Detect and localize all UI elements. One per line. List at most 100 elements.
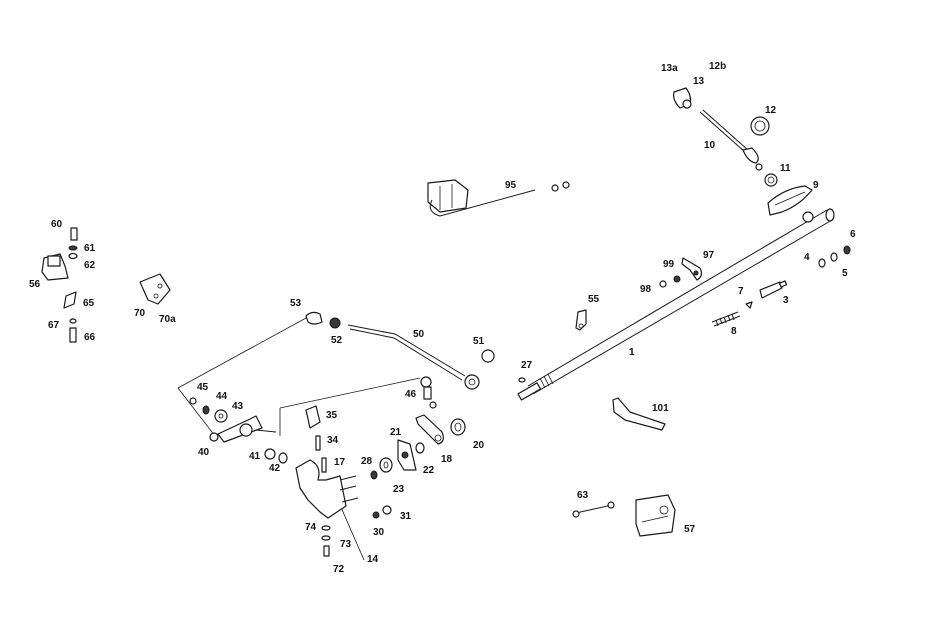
nut-41 — [264, 448, 276, 460]
label-21: 21 — [390, 427, 402, 438]
label-41: 41 — [249, 451, 261, 462]
cable-63 — [572, 501, 615, 518]
label-5: 5 — [842, 268, 848, 279]
washer-30 — [372, 511, 380, 519]
label-6: 6 — [850, 229, 856, 240]
label-50: 50 — [413, 329, 425, 340]
part-labels: 1 3 4 5 6 7 8 9 10 11 12 12b 13 13a 14 1… — [29, 61, 856, 575]
label-72: 72 — [333, 564, 345, 575]
bracket-70 — [139, 273, 171, 305]
label-18: 18 — [441, 454, 453, 465]
label-20: 20 — [473, 440, 485, 451]
label-65: 65 — [83, 298, 95, 309]
label-31: 31 — [400, 511, 412, 522]
label-99: 99 — [663, 259, 675, 270]
label-27: 27 — [521, 360, 533, 371]
shift-knob-13 — [673, 87, 692, 109]
clip-55 — [575, 309, 587, 331]
label-46: 46 — [405, 389, 417, 400]
label-34: 34 — [327, 435, 339, 446]
label-44: 44 — [216, 391, 228, 402]
nut-51 — [481, 349, 495, 363]
label-43: 43 — [232, 401, 244, 412]
label-45: 45 — [197, 382, 209, 393]
washer-44 — [202, 405, 210, 415]
label-12: 12 — [765, 105, 777, 116]
pin-27 — [518, 377, 526, 383]
nut-31 — [382, 505, 392, 515]
label-13a: 13a — [661, 63, 678, 74]
label-51: 51 — [473, 336, 485, 347]
washer-67 — [69, 318, 77, 324]
switch-57 — [635, 494, 676, 537]
washer-74 — [321, 525, 331, 531]
bolt-66 — [69, 327, 77, 343]
label-70a: 70a — [159, 314, 176, 325]
washers-4-5-6 — [818, 245, 851, 268]
label-98: 98 — [640, 284, 652, 295]
label-52: 52 — [331, 335, 343, 346]
label-57: 57 — [684, 524, 696, 535]
label-7: 7 — [738, 286, 744, 297]
housing-14 — [295, 459, 359, 519]
lever-40 — [209, 415, 277, 443]
label-74: 74 — [305, 522, 317, 533]
label-8: 8 — [731, 326, 737, 337]
label-101: 101 — [652, 403, 669, 414]
label-63: 63 — [577, 490, 589, 501]
clamp-65 — [63, 291, 77, 309]
relay-95 — [427, 179, 570, 217]
label-60: 60 — [51, 219, 63, 230]
label-22: 22 — [423, 465, 435, 476]
washer-61 — [68, 245, 78, 251]
screw-98 — [659, 280, 667, 288]
lever-97 — [681, 257, 703, 281]
spring-8 — [711, 311, 741, 327]
label-35: 35 — [326, 410, 338, 421]
label-30: 30 — [373, 527, 385, 538]
bushing-43 — [214, 409, 228, 423]
label-66: 66 — [84, 332, 96, 343]
label-3: 3 — [783, 295, 789, 306]
bolt-17 — [321, 457, 327, 473]
label-53: 53 — [290, 298, 302, 309]
shift-shaft-1 — [517, 208, 835, 401]
label-4: 4 — [804, 252, 810, 263]
spacer-28 — [370, 470, 378, 480]
bolt-72 — [323, 545, 330, 557]
screw-7 — [745, 301, 753, 309]
washer-22 — [415, 442, 425, 454]
label-9: 9 — [813, 180, 819, 191]
label-28: 28 — [361, 456, 373, 467]
label-13: 13 — [693, 76, 705, 87]
ball-joint-46 — [420, 376, 437, 409]
label-10: 10 — [704, 140, 716, 151]
nut-12 — [750, 116, 770, 136]
label-1: 1 — [629, 347, 635, 358]
label-55: 55 — [588, 294, 600, 305]
switch-35 — [305, 405, 321, 429]
label-42: 42 — [269, 463, 281, 474]
label-61: 61 — [84, 243, 96, 254]
washer-62 — [68, 252, 78, 260]
switch-56 — [41, 253, 69, 281]
label-23: 23 — [393, 484, 405, 495]
shift-rod-10 — [699, 109, 763, 171]
washer-73 — [321, 535, 331, 541]
label-40: 40 — [198, 447, 210, 458]
bolt-34 — [315, 435, 321, 451]
washer-42 — [278, 452, 288, 464]
washer-45 — [189, 397, 197, 405]
label-73: 73 — [340, 539, 352, 550]
label-95: 95 — [505, 180, 517, 191]
label-14: 14 — [367, 554, 379, 565]
label-70: 70 — [134, 308, 146, 319]
plate-21 — [397, 439, 417, 471]
label-97: 97 — [703, 250, 715, 261]
bracket-101 — [612, 397, 666, 431]
lever-18 — [415, 414, 444, 445]
label-56: 56 — [29, 279, 41, 290]
cover-9 — [767, 185, 813, 216]
nut-52 — [329, 317, 341, 329]
